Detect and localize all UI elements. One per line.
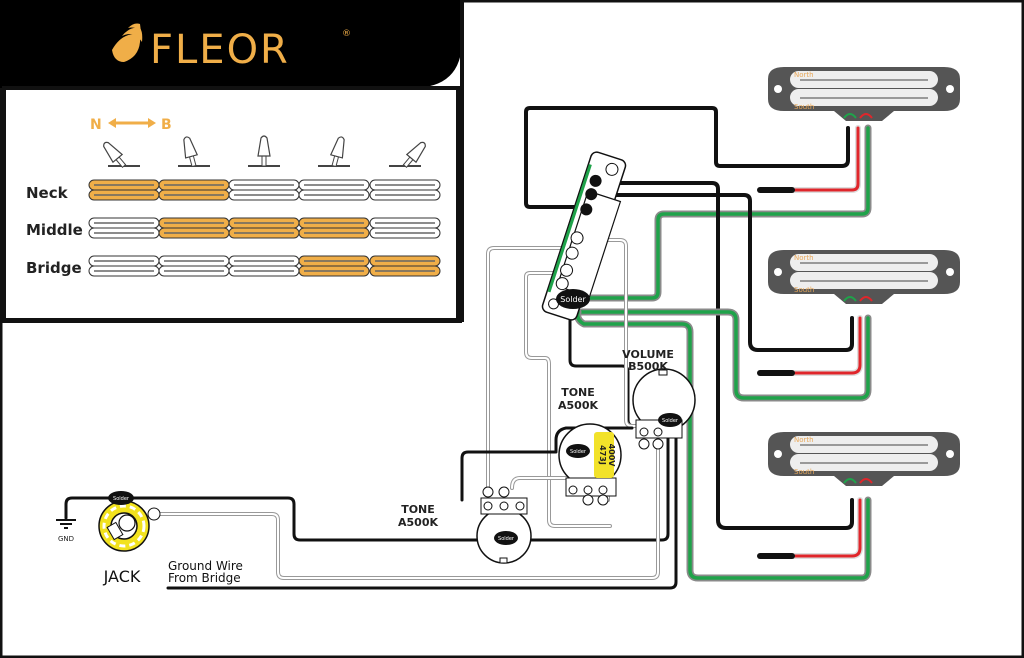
pickup-south-label: South	[794, 468, 814, 476]
solder-point-switch: Solder	[556, 289, 590, 309]
jack-label: JACK	[103, 567, 141, 586]
pickup-north-label: North	[794, 71, 814, 79]
double-arrow-icon	[108, 118, 156, 128]
legend-pickup-bridge-pos3	[228, 255, 300, 277]
switch-position-5-icon	[389, 141, 426, 168]
legend-pickup-middle-pos4	[298, 217, 370, 239]
tone-pot-2-title: TONE	[401, 503, 435, 516]
wire-black-switch-bridge	[594, 193, 854, 352]
tone-pot-2[interactable]	[476, 486, 532, 564]
capacitor[interactable]: 473J 400V	[594, 432, 616, 478]
brand-name: FLEOR	[150, 27, 290, 73]
legend-pickup-middle-pos1	[88, 217, 160, 239]
output-jack[interactable]	[98, 500, 161, 552]
ground-wire-label-2: From Bridge	[168, 571, 241, 585]
ground-label: GND	[58, 535, 74, 543]
switch-position-1-icon	[103, 141, 140, 168]
legend-pickup-middle-pos2	[158, 217, 230, 239]
pickup-north-label: North	[794, 436, 814, 444]
svg-text:Solder: Solder	[560, 295, 586, 304]
row-label-neck: Neck	[26, 184, 69, 202]
legend-pickup-neck-pos1	[88, 179, 160, 201]
tone-pot-1-title: TONE	[561, 386, 595, 399]
pickup-north-label: North	[794, 254, 814, 262]
header-band	[0, 0, 462, 88]
legend-pickup-bridge-pos2	[158, 255, 230, 277]
tone-pot-2-value: A500K	[398, 516, 438, 529]
registered-mark: ®	[342, 29, 351, 39]
solder-point-tone-2: Solder	[494, 531, 518, 545]
direction-bridge-label: B	[161, 117, 172, 133]
legend-pickup-middle-pos5	[369, 217, 441, 239]
wire-black-jack-ground	[64, 496, 508, 542]
switch-position-2-icon	[178, 136, 210, 168]
legend-pickup-neck-pos5	[369, 179, 441, 201]
ground-icon	[56, 519, 76, 529]
switch-position-3-icon	[248, 135, 280, 167]
legend-pickup-neck-pos2	[158, 179, 230, 201]
wire-black-switch-middle	[598, 181, 854, 530]
wires	[64, 106, 872, 590]
capacitor-voltage: 400V	[607, 444, 616, 468]
row-label-bridge: Bridge	[26, 259, 82, 277]
direction-neck-label: N	[90, 117, 102, 133]
svg-text:Solder: Solder	[662, 418, 679, 424]
solder-point-tone-1: Solder	[566, 444, 590, 458]
pickup-south-label: South	[794, 103, 814, 111]
fleor-logo-icon	[112, 23, 143, 62]
solder-point-jack: Solder	[108, 491, 134, 505]
wire-black-ground-bus	[460, 426, 634, 502]
tone-pot-1-value: A500K	[558, 399, 598, 412]
legend-pickup-middle-pos3	[228, 217, 300, 239]
five-way-switch[interactable]	[541, 151, 633, 324]
svg-text:Solder: Solder	[570, 449, 587, 455]
volume-pot-title: VOLUME	[622, 348, 674, 361]
legend-pickup-bridge-pos4	[298, 255, 370, 277]
pickup-south-label: South	[794, 286, 814, 294]
wire-black-switch-neck-loop	[524, 106, 850, 209]
volume-pot[interactable]	[632, 368, 696, 450]
switch-position-4-icon	[318, 136, 350, 168]
svg-text:Solder: Solder	[498, 536, 515, 542]
legend-pickup-bridge-pos1	[88, 255, 160, 277]
row-label-middle: Middle	[26, 221, 83, 239]
svg-text:Solder: Solder	[113, 496, 130, 502]
ground-wire-label-1: Ground Wire	[168, 559, 243, 573]
legend-pickup-neck-pos4	[298, 179, 370, 201]
legend-pickup-bridge-pos5	[369, 255, 441, 277]
volume-pot-value: B500K	[628, 360, 668, 373]
legend-pickup-neck-pos3	[228, 179, 300, 201]
capacitor-value: 473J	[598, 445, 607, 465]
solder-point-volume: Solder	[658, 413, 682, 427]
wire-black-ground-bridge	[166, 430, 678, 590]
legend-panel	[2, 86, 460, 322]
